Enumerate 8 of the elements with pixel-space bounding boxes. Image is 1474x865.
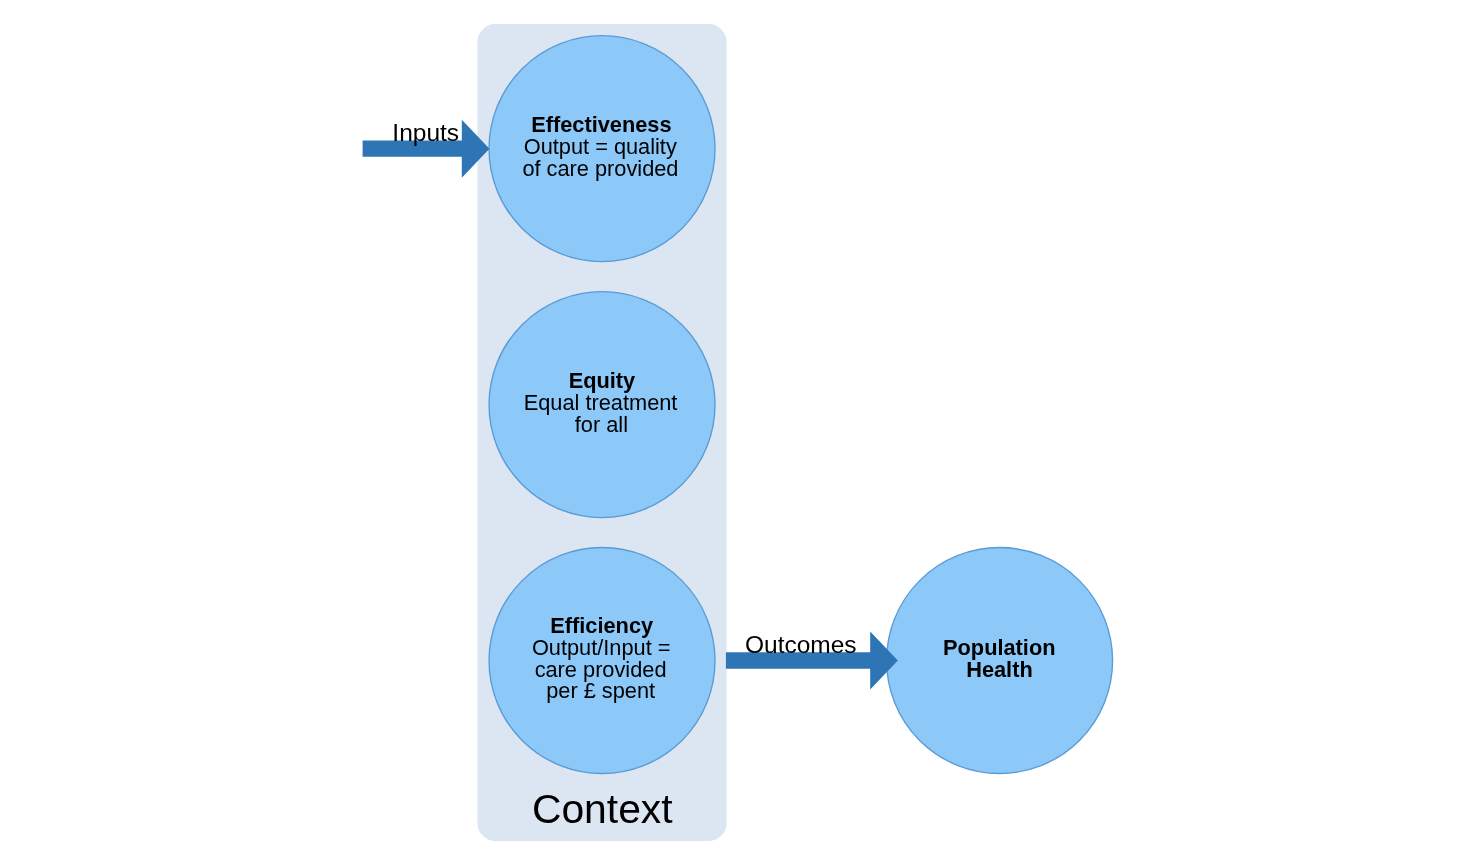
arrow [362, 119, 490, 178]
node-circle: Effectiveness Output = quality of care provided [488, 34, 716, 263]
node-circle: Efficiency Output/Input = care provided per £ spent [488, 546, 716, 775]
edge-label: Outcomes [744, 630, 857, 658]
node-circle: Equity Equal treatment for all [488, 290, 716, 519]
node-circle: Population Health [885, 546, 1114, 775]
edge-label: Inputs [392, 119, 460, 147]
arrow [725, 631, 898, 690]
